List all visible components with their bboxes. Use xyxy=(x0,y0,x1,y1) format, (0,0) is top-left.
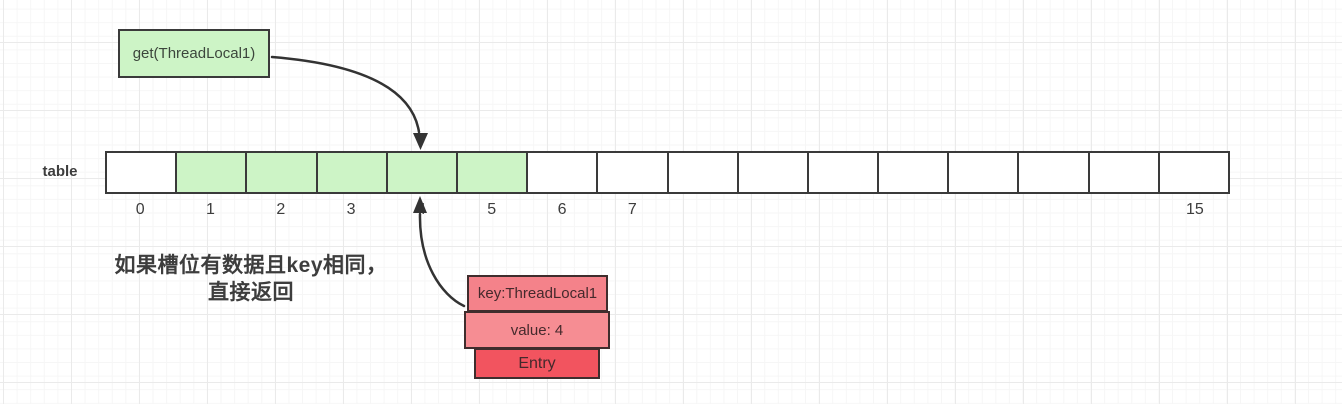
table-cell-index-2: 2 xyxy=(276,201,286,218)
table-cell-index-1: 1 xyxy=(206,201,215,218)
table-cell-index-8 xyxy=(668,201,738,219)
entry-key-box: key:ThreadLocal1 xyxy=(467,275,608,312)
get-to-slot4-arrow xyxy=(270,55,428,150)
table-cell-15 xyxy=(1159,153,1228,192)
table-cell-index-11 xyxy=(878,201,948,219)
annotation-line-2: 直接返回 xyxy=(208,281,294,304)
table-cell-index-0: 0 xyxy=(135,201,145,218)
table-cell-index-10 xyxy=(808,201,878,219)
table-cell-1 xyxy=(177,153,248,192)
annotation-text: 如果槽位有数据且key相同， 直接返回 xyxy=(100,252,402,306)
table-cell-12 xyxy=(949,153,1020,192)
table-cell-4 xyxy=(387,153,458,192)
table-cell-index-7: 7 xyxy=(627,201,637,218)
table-cell-6 xyxy=(528,153,599,192)
table-cell-index-12 xyxy=(949,201,1019,219)
table-cell-11 xyxy=(879,153,950,192)
table-cell-3 xyxy=(317,153,388,192)
table-array xyxy=(105,151,1230,194)
table-cell-2 xyxy=(247,153,318,192)
table-cell-index-15: 15 xyxy=(1185,201,1204,218)
table-indices: 0 1 2 3 4 5 6 7 15 xyxy=(105,201,1230,219)
table-cell-13 xyxy=(1019,153,1090,192)
table-label: table xyxy=(42,163,78,180)
table-cell-index-13 xyxy=(1019,201,1089,219)
entry-value-box: value: 4 xyxy=(464,311,610,349)
table-cell-5 xyxy=(457,153,529,192)
entry-type-box: Entry xyxy=(474,348,600,379)
table-cell-0 xyxy=(107,153,178,192)
table-cell-8 xyxy=(668,153,739,192)
table-cell-index-4: 4 xyxy=(416,201,426,218)
table-cell-14 xyxy=(1089,153,1160,192)
table-cell-9 xyxy=(738,153,809,192)
table-cell-index-3: 3 xyxy=(346,201,356,218)
table-cell-index-6: 6 xyxy=(557,201,567,218)
table-cell-index-9 xyxy=(738,201,808,219)
table-cell-index-14 xyxy=(1089,201,1159,219)
annotation-line-1: 如果槽位有数据且key相同， xyxy=(114,254,388,277)
table-cell-7 xyxy=(598,153,669,192)
table-cell-index-5: 5 xyxy=(487,201,497,218)
table-cell-10 xyxy=(808,153,880,192)
get-call-box: get(ThreadLocal1) xyxy=(118,29,270,78)
